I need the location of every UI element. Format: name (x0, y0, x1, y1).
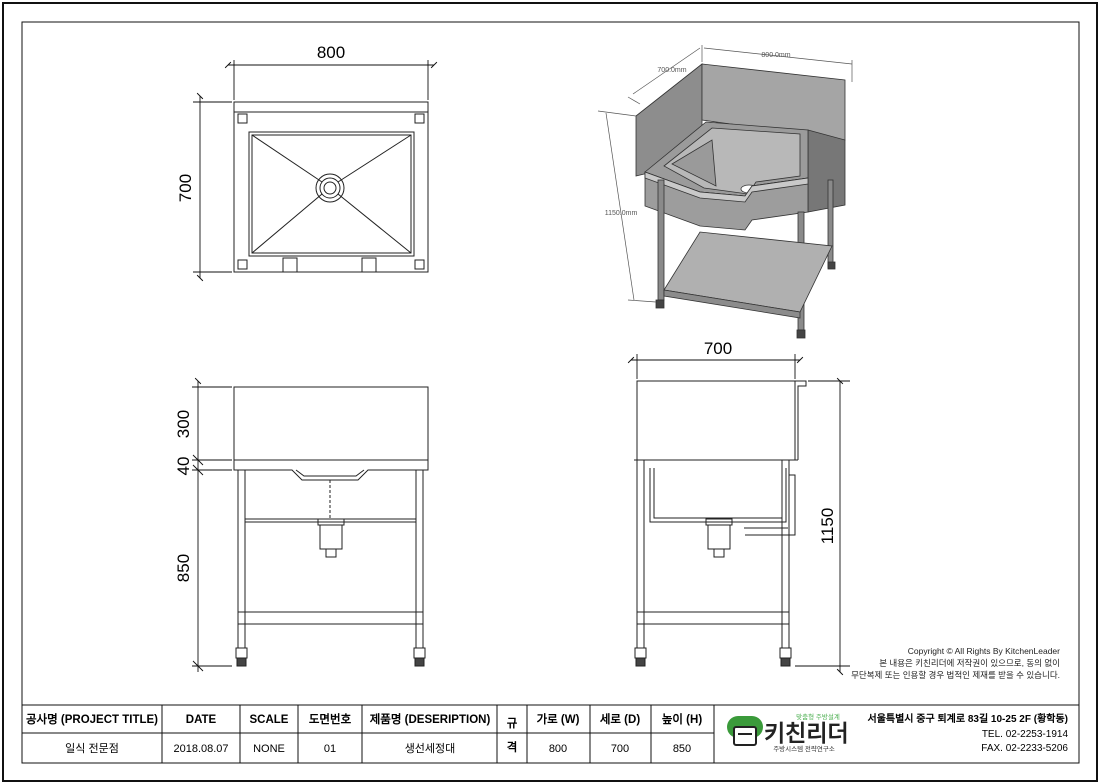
scale-value: NONE (253, 743, 285, 755)
plan-dimensions (193, 60, 438, 282)
front-height-mid-label: 40 (174, 457, 193, 476)
height-value: 850 (673, 743, 691, 755)
logo-pot-icon (733, 726, 757, 746)
date-value: 2018.08.07 (173, 743, 228, 755)
side-total-height-label: 1150 (818, 508, 837, 545)
company-address: 서울특별시 중구 퇴계로 83길 10-25 2F (황학동) (868, 712, 1069, 725)
front-dimensions (192, 377, 232, 672)
depth-header: 세로 (D) (600, 712, 640, 726)
date-header: DATE (186, 714, 217, 726)
copyright-line-2: 본 내용은 키친리더에 저작권이 있으므로, 동의 없이 (879, 658, 1060, 668)
logo-text: 키친리더 (764, 720, 849, 746)
project-title-header: 공사명 (PROJECT TITLE) (26, 712, 158, 726)
scale-header: SCALE (250, 714, 289, 726)
spec-header-bottom: 격 (507, 740, 518, 754)
copyright-line-1: Copyright © All Rights By KitchenLeader (908, 646, 1060, 656)
isometric-view (635, 63, 846, 339)
isometric-dimension-lines (597, 45, 853, 303)
width-value: 800 (549, 743, 567, 755)
title-block (21, 704, 1080, 764)
height-header: 높이 (H) (662, 712, 702, 726)
side-width-label: 700 (704, 339, 732, 358)
plan-width-label: 800 (317, 43, 345, 62)
project-title-value: 일식 전문점 (65, 741, 119, 755)
plan-view (233, 101, 429, 273)
side-view (634, 380, 807, 667)
iso-depth-label: 700.0mm (657, 67, 686, 74)
company-tel: TEL. 02-2253-1914 (982, 729, 1069, 740)
width-header: 가로 (W) (537, 712, 580, 726)
logo-subtitle: 주방시스템 전략연구소 (773, 744, 835, 753)
copyright-line-3: 무단복제 또는 인용할 경우 법적인 제재를 받을 수 있습니다. (851, 670, 1060, 680)
product-header: 제품명 (DESERIPTION) (370, 712, 491, 726)
iso-width-label: 800.0mm (761, 52, 790, 59)
logo-tagline: 맞춤형 주방설계 (796, 712, 840, 721)
front-height-top-label: 300 (174, 410, 193, 438)
front-view (233, 386, 429, 667)
iso-height-label: 1150.0mm (605, 210, 638, 217)
company-logo: 키친리더 맞춤형 주방설계 주방시스템 전략연구소 (727, 712, 849, 753)
spec-header-top: 규 (507, 717, 518, 730)
depth-value: 700 (611, 743, 629, 755)
drawing-no-header: 도면번호 (309, 712, 352, 726)
front-height-leg-label: 850 (174, 554, 193, 582)
plan-depth-label: 700 (176, 174, 195, 202)
drawing-no-value: 01 (324, 743, 336, 755)
side-dimensions (627, 354, 850, 676)
product-value: 생선세정대 (405, 742, 456, 755)
company-fax: FAX. 02-2233-5206 (981, 743, 1068, 754)
